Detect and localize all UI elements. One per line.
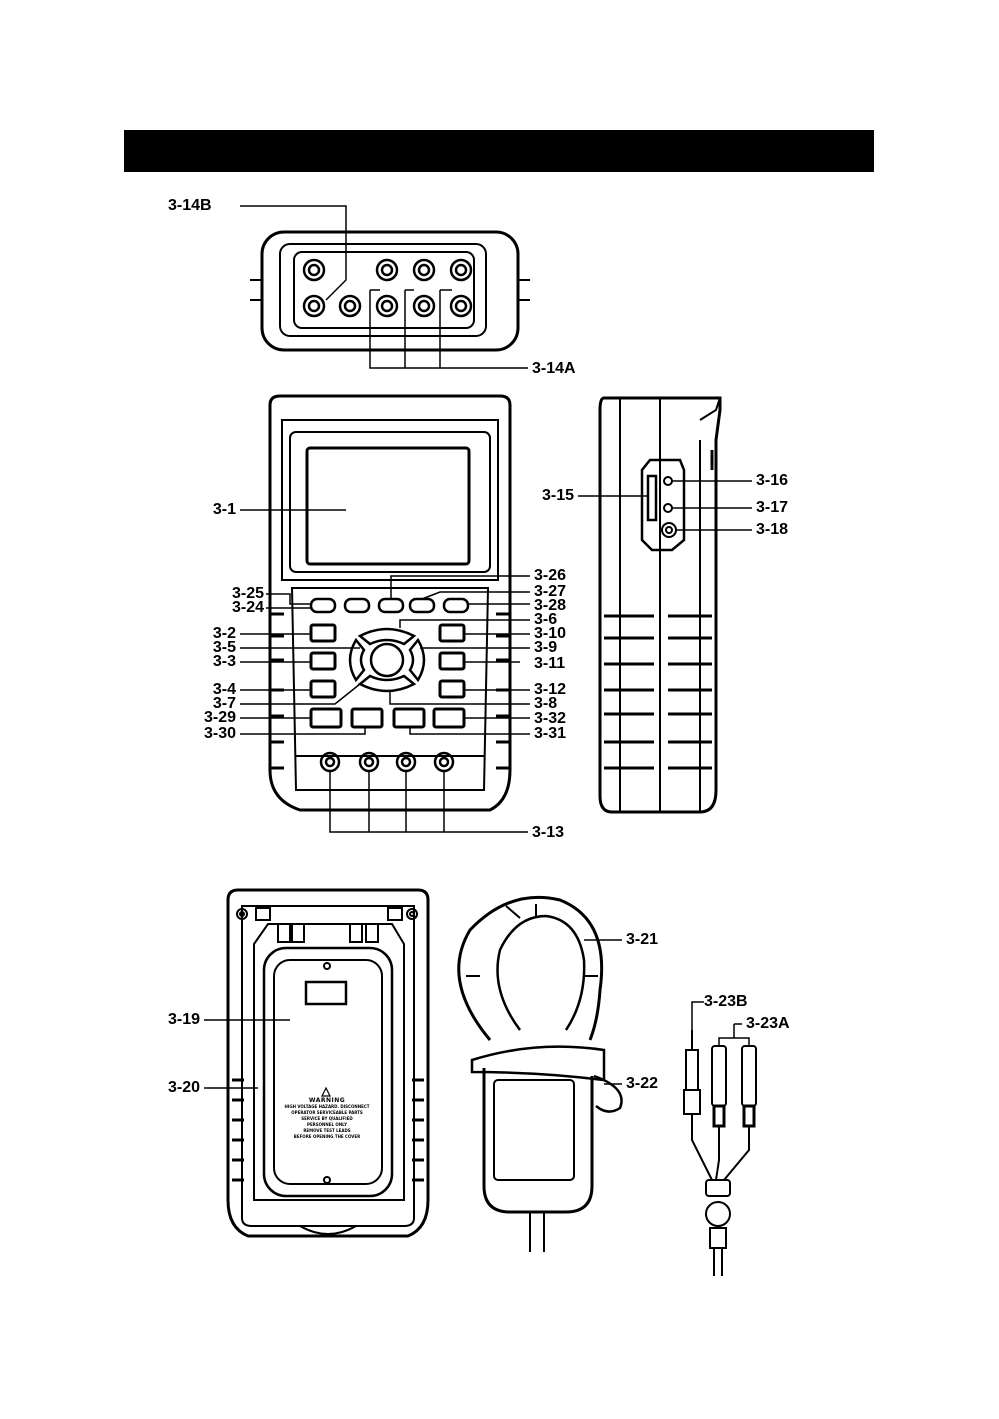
label-3-5: 3-5 <box>212 639 236 656</box>
label-3-23A: 3-23A <box>746 1015 790 1032</box>
label-3-14B: 3-14B <box>168 197 212 214</box>
label-3-26: 3-26 <box>534 567 567 584</box>
back-grip-slots <box>232 1078 424 1182</box>
side-leader-lines <box>578 480 752 531</box>
label-3-15: 3-15 <box>541 487 574 504</box>
clamp-leader-lines <box>584 939 622 1085</box>
label-3-29: 3-29 <box>203 709 236 726</box>
front-view-device <box>268 394 512 812</box>
side-grip-slots <box>604 614 712 770</box>
back-view-device <box>226 888 430 1238</box>
label-3-23B: 3-23B <box>704 993 748 1010</box>
label-3-9: 3-9 <box>534 639 558 656</box>
top-leader-lines <box>240 205 528 369</box>
label-3-18: 3-18 <box>756 521 789 538</box>
front-dpad <box>348 627 426 693</box>
section-header-bar <box>124 130 874 172</box>
label-3-27: 3-27 <box>534 583 567 600</box>
label-3-7: 3-7 <box>212 695 236 712</box>
label-3-17: 3-17 <box>756 499 789 516</box>
label-3-21: 3-21 <box>626 931 659 948</box>
warning-line: SERVICE BY QUALIFIED <box>301 1116 353 1121</box>
label-3-8: 3-8 <box>534 695 558 712</box>
warning-line: BEFORE OPENING THE COVER <box>293 1134 361 1139</box>
label-3-16: 3-16 <box>756 472 789 489</box>
label-3-22: 3-22 <box>626 1075 659 1092</box>
label-3-6: 3-6 <box>534 611 558 628</box>
back-leader-lines <box>204 1019 290 1089</box>
label-3-13: 3-13 <box>532 824 565 841</box>
current-clamp <box>457 895 623 1252</box>
warning-line: OPERATOR SERVICEABLE PARTS <box>291 1110 363 1115</box>
label-3-3: 3-3 <box>212 653 236 670</box>
label-3-1: 3-1 <box>212 501 236 518</box>
top-terminals <box>302 258 473 318</box>
adapter-leader-lines <box>691 1001 750 1046</box>
label-3-25: 3-25 <box>231 585 264 602</box>
label-3-30: 3-30 <box>203 725 236 742</box>
label-3-4: 3-4 <box>212 681 236 698</box>
label-3-14A: 3-14A <box>532 360 576 377</box>
label-3-19: 3-19 <box>167 1011 200 1028</box>
front-soft-keys <box>309 597 470 614</box>
label-3-11: 3-11 <box>534 655 566 672</box>
cable-adapter <box>683 1030 757 1276</box>
label-3-2: 3-2 <box>212 625 236 642</box>
label-3-20: 3-20 <box>167 1079 200 1096</box>
side-view-device <box>598 396 722 814</box>
label-3-31: 3-31 <box>534 725 567 742</box>
top-view-device <box>250 230 530 352</box>
warning-plate: WARNING HIGH VOLTAGE HAZARD. DISCONNECT … <box>282 1098 372 1140</box>
label-3-24: 3-24 <box>231 599 264 616</box>
label-3-12: 3-12 <box>534 681 567 698</box>
warning-line: PERSONNEL ONLY <box>307 1122 347 1127</box>
warning-line: REMOVE TEST LEADS <box>303 1128 351 1133</box>
label-3-28: 3-28 <box>534 597 567 614</box>
label-3-32: 3-32 <box>534 710 567 727</box>
front-leader-lines <box>240 509 530 833</box>
label-3-10: 3-10 <box>534 625 567 642</box>
warning-line: HIGH VOLTAGE HAZARD. DISCONNECT <box>284 1104 370 1109</box>
warning-title: WARNING <box>308 1097 346 1104</box>
